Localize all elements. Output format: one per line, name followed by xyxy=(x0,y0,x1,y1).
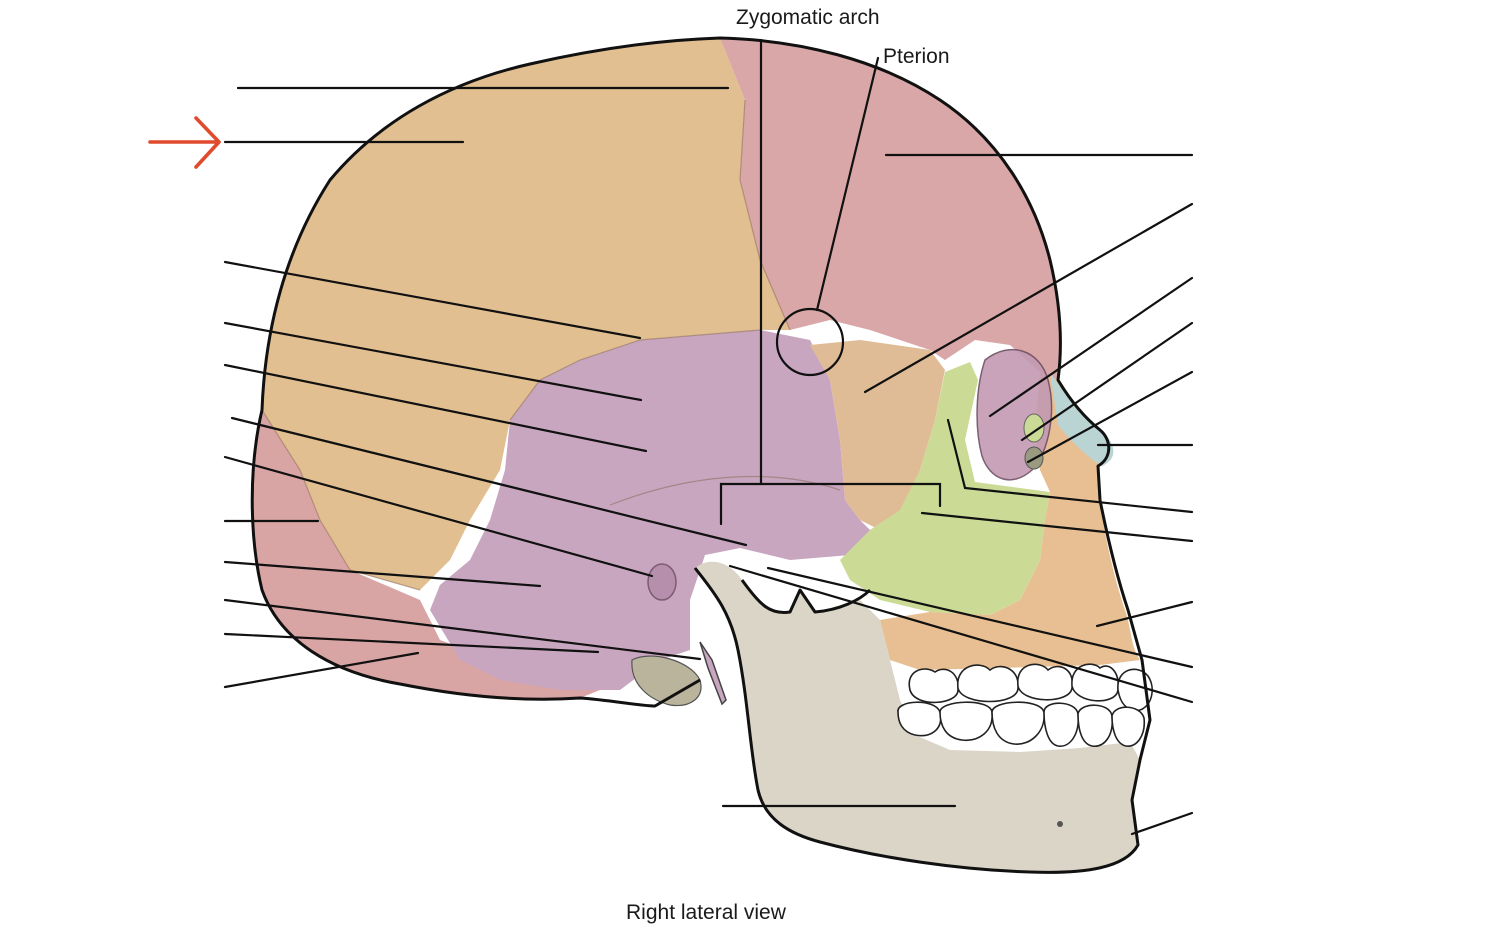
nasal-bone xyxy=(1050,372,1114,466)
leader-line xyxy=(728,564,1194,704)
leader-line xyxy=(988,276,1194,418)
tooth xyxy=(1043,702,1080,747)
leader-line xyxy=(223,363,648,453)
view-caption: Right lateral view xyxy=(626,901,786,924)
sphenoid-bone xyxy=(810,340,945,530)
lower-teeth xyxy=(897,701,1146,747)
circle-icon xyxy=(775,307,845,377)
coronal-suture xyxy=(739,99,791,331)
mental-foramen xyxy=(1057,821,1063,827)
mastoid-process xyxy=(631,655,702,707)
frontal-bone xyxy=(720,38,1061,380)
styloid-process xyxy=(699,641,727,706)
leader-line xyxy=(230,416,748,547)
pterion-leader-line xyxy=(815,56,880,312)
leader-line xyxy=(1026,370,1194,464)
skull-outline xyxy=(250,36,1152,874)
parietal-bone xyxy=(262,38,790,590)
tooth xyxy=(957,664,1019,703)
arrow-right-icon xyxy=(148,116,221,169)
leader-line xyxy=(223,632,600,654)
leader-line xyxy=(223,321,643,402)
leader-line xyxy=(1095,600,1194,628)
mandible-notch-outline xyxy=(740,579,872,615)
occipital-bone xyxy=(252,410,600,700)
leader-line xyxy=(1020,321,1194,442)
leader-line xyxy=(223,560,542,588)
external-acoustic-meatus xyxy=(647,563,677,601)
tooth xyxy=(1111,706,1146,747)
leader-line xyxy=(1130,811,1194,836)
tooth xyxy=(1077,704,1114,747)
leader-line xyxy=(223,598,702,661)
leader-line xyxy=(863,202,1194,394)
leader-line xyxy=(920,511,1194,543)
zygomatic-arch-bracket xyxy=(719,38,942,526)
tooth xyxy=(897,701,942,737)
tooth xyxy=(939,701,993,741)
leader-line xyxy=(946,418,1194,514)
leader-line xyxy=(223,260,642,340)
temporal-bone xyxy=(430,330,880,690)
tooth xyxy=(1017,663,1074,701)
mandible-bone xyxy=(695,561,1140,873)
lambdoid-suture xyxy=(261,409,421,591)
pterion-label: Pterion xyxy=(883,45,950,68)
zygomatic-arch-label: Zygomatic arch xyxy=(736,6,880,29)
squamous-suture xyxy=(509,329,761,421)
tooth xyxy=(991,701,1045,745)
leader-lines-right xyxy=(728,153,1194,836)
leader-line xyxy=(766,566,1194,669)
leader-line xyxy=(223,455,654,578)
tooth xyxy=(1071,663,1119,702)
zygomatic-bone xyxy=(840,362,1050,615)
leader-line xyxy=(223,651,420,689)
maxilla-bone xyxy=(880,372,1140,670)
tooth xyxy=(908,668,959,704)
leader-lines-left xyxy=(223,86,957,808)
